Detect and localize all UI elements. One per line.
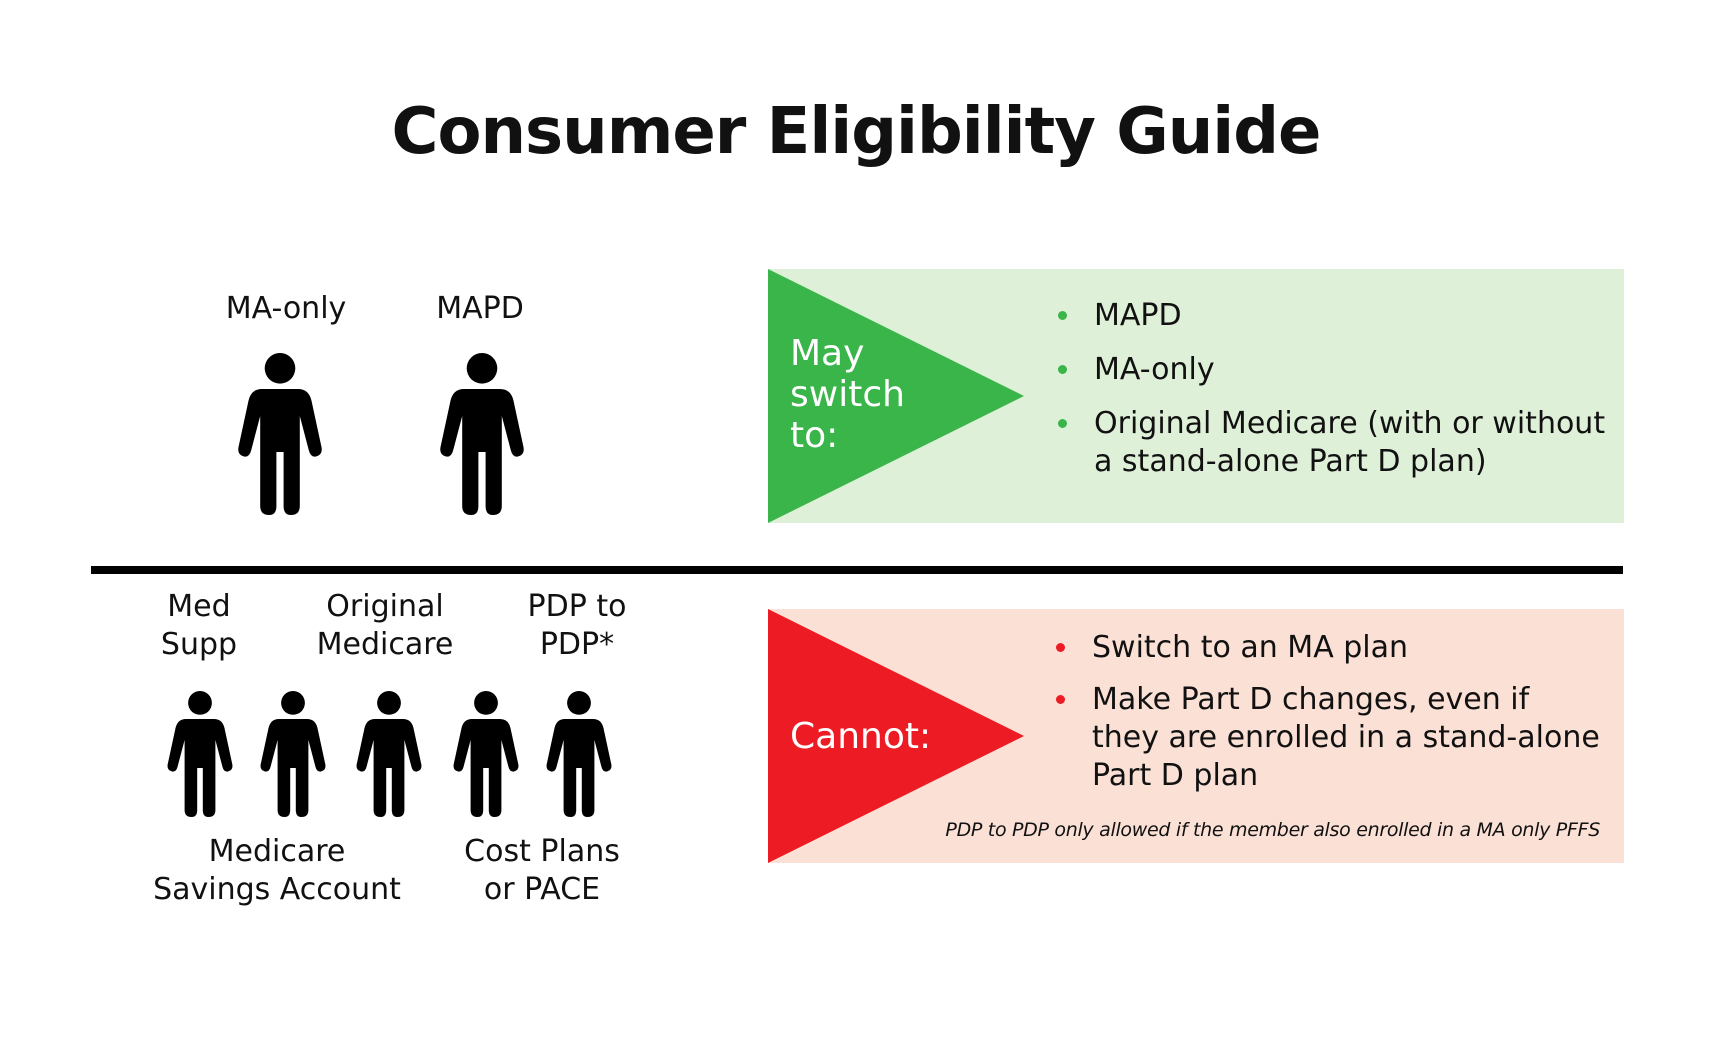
list-item: Make Part D changes, even if they are en…	[1052, 681, 1612, 795]
may-switch-heading: May switch to:	[790, 333, 905, 456]
person-label-pdp-to-pdp: PDP to PDP*	[527, 589, 627, 662]
person-icon	[258, 684, 328, 824]
bullet-icon	[1058, 419, 1067, 428]
bullet-icon	[1056, 643, 1065, 652]
bullet-icon	[1058, 311, 1067, 320]
list-item: Switch to an MA plan	[1052, 629, 1612, 667]
list-item: Original Medicare (with or without a sta…	[1054, 405, 1614, 481]
may-switch-list: MAPD MA-only Original Medicare (with or …	[1054, 297, 1614, 497]
person-label-cost-plans-or-pace: Cost Plans or PACE	[464, 834, 620, 907]
person-label-med-supp: Med Supp	[160, 589, 238, 662]
footnote: PDP to PDP only allowed if the member al…	[945, 819, 1600, 841]
person-icon	[165, 684, 235, 824]
bullet-icon	[1056, 695, 1065, 704]
section-divider	[91, 566, 1623, 574]
person-icon	[544, 684, 614, 824]
person-icon	[451, 684, 521, 824]
cannot-triangle	[768, 609, 1024, 863]
person-icon	[235, 345, 325, 523]
person-label-original-medicare: Original Medicare	[316, 589, 454, 662]
cannot-list: Switch to an MA plan Make Part D changes…	[1052, 629, 1612, 809]
person-label-ma-only: MA-only	[225, 291, 347, 326]
list-item: MAPD	[1054, 297, 1614, 335]
cannot-heading: Cannot:	[790, 716, 932, 757]
page-title: Consumer Eligibility Guide	[391, 95, 1322, 169]
cannot-panel: Cannot: Switch to an MA plan Make Part D…	[768, 609, 1624, 863]
may-switch-triangle	[768, 269, 1024, 523]
person-icon	[437, 345, 527, 523]
may-switch-panel: May switch to: MAPD MA-only Original Med…	[768, 269, 1624, 523]
bullet-icon	[1058, 365, 1067, 374]
person-icon	[354, 684, 424, 824]
list-item: MA-only	[1054, 351, 1614, 389]
person-label-mapd: MAPD	[436, 291, 524, 326]
person-label-medicare-savings-account: Medicare Savings Account	[153, 834, 401, 907]
